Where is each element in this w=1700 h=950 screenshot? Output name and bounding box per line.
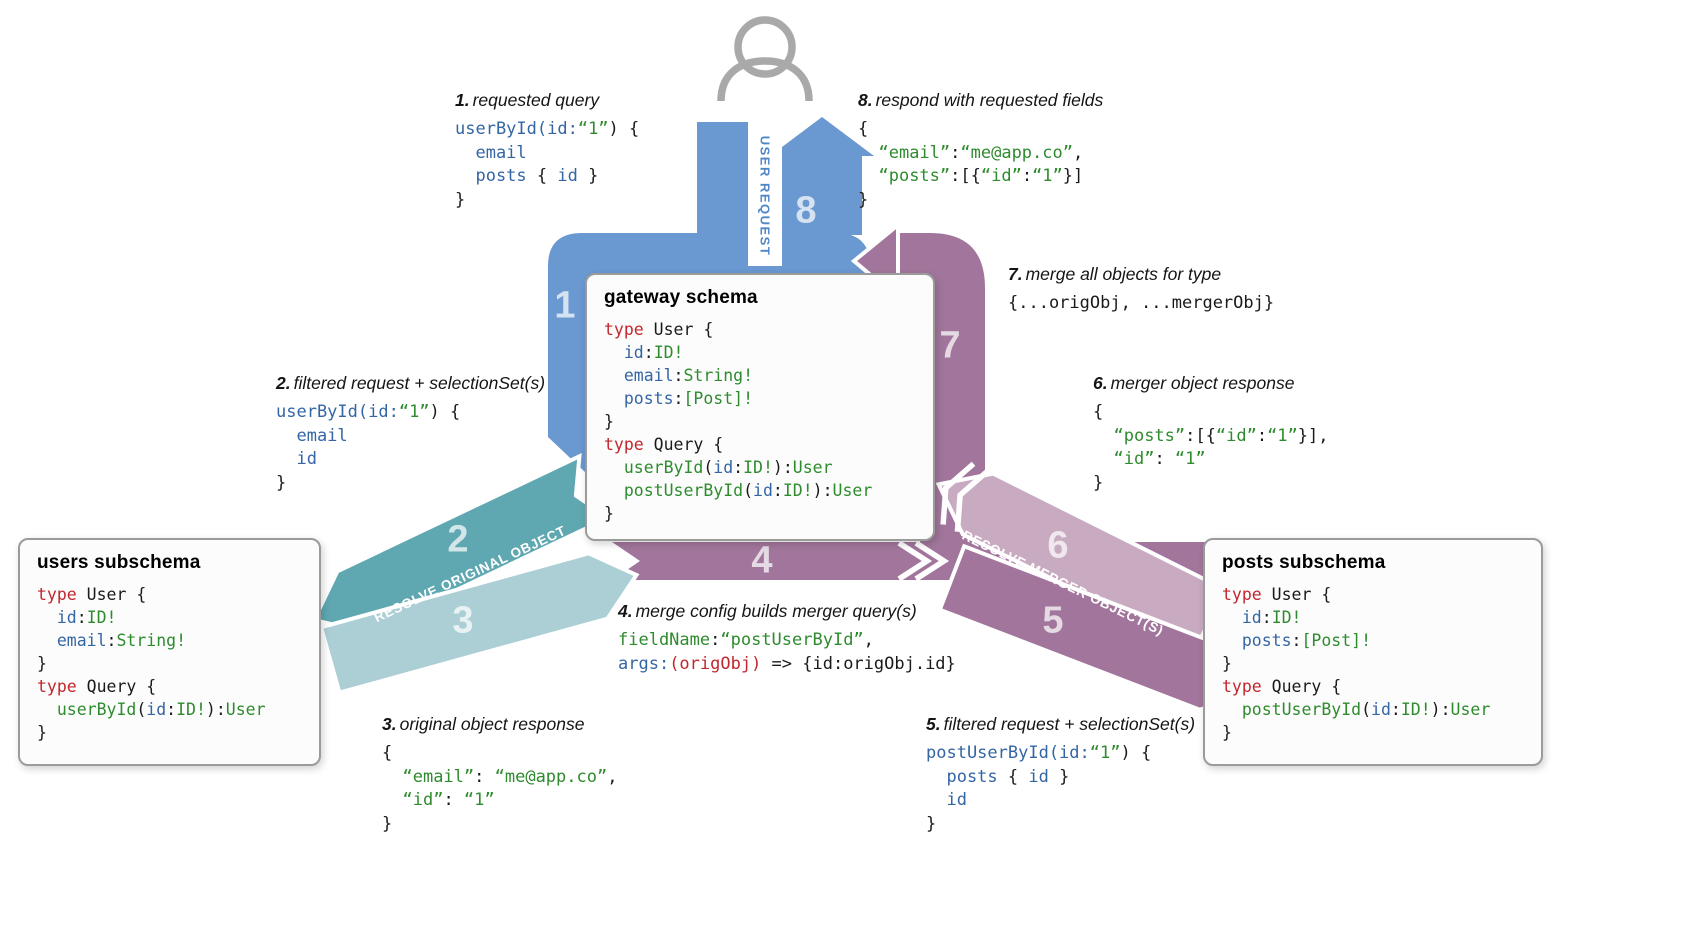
arrow-step-8: 8: [795, 189, 817, 232]
arrow-step-2: 2: [447, 518, 469, 561]
arrow-step-4: 4: [751, 539, 773, 582]
annotation-7-label: 7.merge all objects for type: [1008, 264, 1222, 284]
arrow-head-up: [770, 117, 874, 156]
annotation-1: 1.requested query userById(id:“1”) { ema…: [455, 90, 639, 212]
annotation-7-code: {...origObj, ...mergerObj}: [1008, 293, 1275, 313]
user-request-label: USER REQUEST: [757, 135, 773, 257]
annotation-2-label: 2.filtered request + selectionSet(s): [276, 373, 546, 393]
resolve-original-arrows: [311, 452, 640, 696]
users-subschema-box: users subschema type User { id:ID! email…: [18, 538, 321, 766]
annotation-7: 7.merge all objects for type {...origObj…: [1008, 264, 1274, 316]
annotation-4-label: 4.merge config builds merger query(s): [618, 601, 917, 621]
annotation-6-code: { “posts”:[{“id”:“1”}], “id”: “1”}: [1093, 402, 1329, 493]
annotation-8-label: 8.respond with requested fields: [858, 90, 1104, 110]
annotation-4-code: fieldName:“postUserById”,args:(origObj) …: [618, 630, 956, 674]
gateway-schema-title: gateway schema: [604, 287, 758, 308]
annotation-5: 5.filtered request + selectionSet(s) pos…: [926, 714, 1195, 836]
arrow-step-6: 6: [1047, 524, 1069, 567]
annotation-5-label: 5.filtered request + selectionSet(s): [926, 714, 1196, 734]
arrow-band-down: [697, 122, 748, 235]
posts-subschema-box: posts subschema type User { id:ID! posts…: [1203, 538, 1543, 766]
annotation-6: 6.merger object response { “posts”:[{“id…: [1093, 373, 1329, 495]
posts-subschema-title: posts subschema: [1222, 552, 1386, 573]
arrow-step-3: 3: [452, 599, 474, 642]
gateway-schema-box: gateway schema type User { id:ID! email:…: [585, 273, 935, 541]
annotation-3-label: 3.original object response: [382, 714, 585, 734]
arrow-band-up: [782, 153, 862, 235]
arrow-step-7: 7: [939, 324, 961, 367]
gateway-schema-code: type User { id:ID! email:String! posts:[…: [604, 320, 873, 523]
annotation-5-code: postUserById(id:“1”) { posts { id } id}: [926, 743, 1152, 834]
annotation-4: 4.merge config builds merger query(s) fi…: [618, 601, 956, 676]
arrow-step-1: 1: [554, 284, 576, 327]
annotation-2: 2.filtered request + selectionSet(s) use…: [276, 373, 545, 495]
users-subschema-code: type User { id:ID! email:String!}type Qu…: [37, 585, 266, 742]
annotation-8: 8.respond with requested fields { “email…: [858, 90, 1103, 212]
annotation-8-code: { “email”:“me@app.co”, “posts”:[{“id”:“1…: [858, 119, 1084, 210]
arrow-band-3: [318, 551, 640, 696]
user-icon: [717, 16, 813, 102]
arrow-step-5: 5: [1042, 599, 1064, 642]
annotation-3: 3.original object response { “email”: “m…: [382, 714, 617, 836]
users-subschema-title: users subschema: [37, 552, 201, 573]
posts-subschema-code: type User { id:ID! posts:[Post]!}type Qu…: [1222, 585, 1491, 742]
annotation-6-label: 6.merger object response: [1093, 373, 1295, 393]
annotation-1-label: 1.requested query: [455, 90, 600, 110]
annotation-2-code: userById(id:“1”) { email id}: [276, 402, 461, 493]
annotation-3-code: { “email”: “me@app.co”, “id”: “1”}: [382, 743, 618, 834]
annotation-1-code: userById(id:“1”) { email posts { id }}: [455, 119, 640, 210]
user-request-strip: [748, 122, 782, 266]
